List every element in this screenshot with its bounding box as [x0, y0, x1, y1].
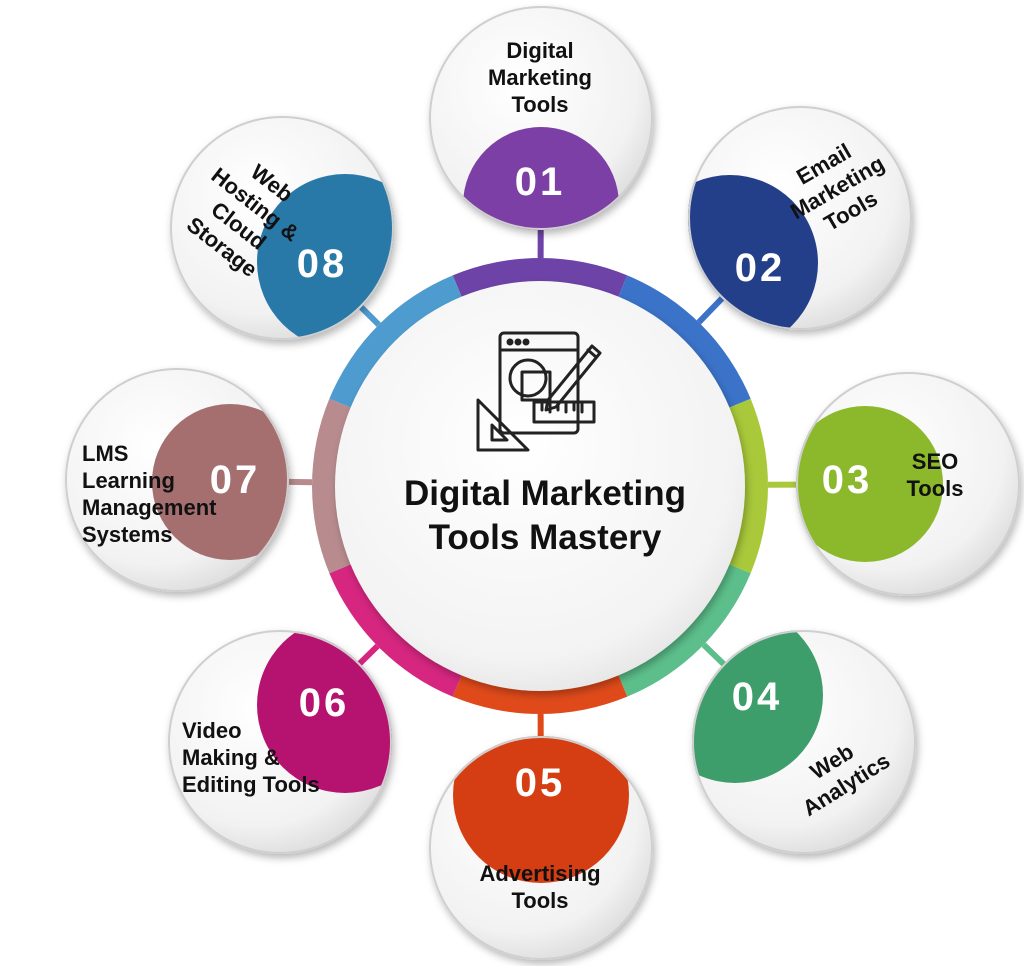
- item-number: 05: [515, 761, 566, 805]
- item-07-label-line: Management: [82, 494, 216, 521]
- center-title-line-2: Tools Mastery: [345, 516, 745, 560]
- item-number: 04: [732, 675, 783, 719]
- item-01-label: Digital Marketing Tools: [465, 22, 615, 132]
- item-number: 03: [822, 458, 873, 502]
- item-06-label-line: Video: [182, 717, 242, 744]
- item-01-label-line: Digital: [506, 37, 573, 64]
- item-05-label-line: Advertising: [479, 860, 600, 887]
- center-title-line-1: Digital Marketing: [345, 472, 745, 516]
- item-01-label-line: Tools: [511, 91, 568, 118]
- item-06-label: Video Making & Editing Tools: [182, 702, 352, 812]
- item-03-label-line: Tools: [906, 475, 963, 502]
- item-03-label: SEO Tools: [880, 420, 990, 530]
- item-number: 02: [735, 246, 786, 290]
- item-06-label-line: Making &: [182, 744, 280, 771]
- item-05-label: Advertising Tools: [455, 832, 625, 942]
- center-title: Digital Marketing Tools Mastery: [345, 472, 745, 560]
- item-01-label-line: Marketing: [488, 64, 592, 91]
- item-07-label-line: Systems: [82, 521, 173, 548]
- item-06-label-line: Editing Tools: [182, 771, 320, 798]
- item-07-label-line: LMS: [82, 440, 128, 467]
- item-05-label-line: Tools: [511, 887, 568, 914]
- item-07-label: LMS Learning Management Systems: [82, 434, 262, 554]
- item-number: 01: [515, 160, 566, 204]
- item-03-label-line: SEO: [912, 448, 958, 475]
- item-07-label-line: Learning: [82, 467, 175, 494]
